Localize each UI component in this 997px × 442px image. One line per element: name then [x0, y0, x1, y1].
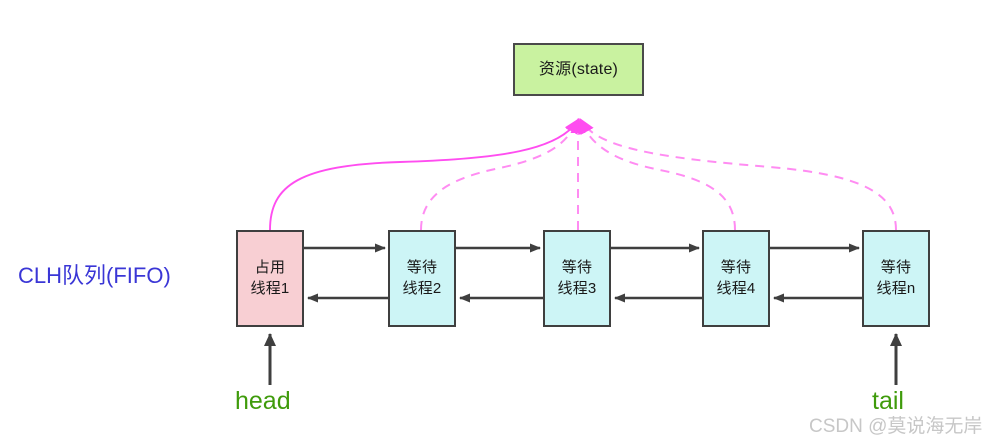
queue-node-1-line2: 线程1: [250, 279, 290, 297]
queue-node-1[interactable]: 占用 线程1: [236, 230, 304, 327]
queue-node-n-line1: 等待: [880, 259, 912, 277]
resource-node-label: 资源(state): [538, 60, 619, 78]
tail-pointer-label: tail: [872, 387, 904, 415]
queue-node-2-line1: 等待: [406, 259, 438, 277]
resource-link-waiting: [420, 118, 897, 231]
head-pointer-label: head: [235, 387, 291, 415]
queue-node-1-line1: 占用: [254, 259, 286, 277]
queue-node-2[interactable]: 等待 线程2: [388, 230, 456, 327]
queue-node-4-line2: 线程4: [716, 279, 756, 297]
queue-node-3-line1: 等待: [561, 259, 593, 277]
queue-node-n-line2: 线程n: [876, 279, 916, 297]
resource-link-owner: [269, 118, 580, 231]
queue-node-2-line2: 线程2: [402, 279, 442, 297]
queue-node-3[interactable]: 等待 线程3: [543, 230, 611, 327]
queue-node-4-line1: 等待: [720, 259, 752, 277]
queue-node-3-line2: 线程3: [557, 279, 597, 297]
queue-node-n[interactable]: 等待 线程n: [862, 230, 930, 327]
resource-node[interactable]: 资源(state): [513, 43, 644, 96]
csdn-watermark: CSDN @莫说海无岸: [809, 416, 983, 437]
queue-node-4[interactable]: 等待 线程4: [702, 230, 770, 327]
queue-title-label: CLH队列(FIFO): [18, 263, 171, 288]
